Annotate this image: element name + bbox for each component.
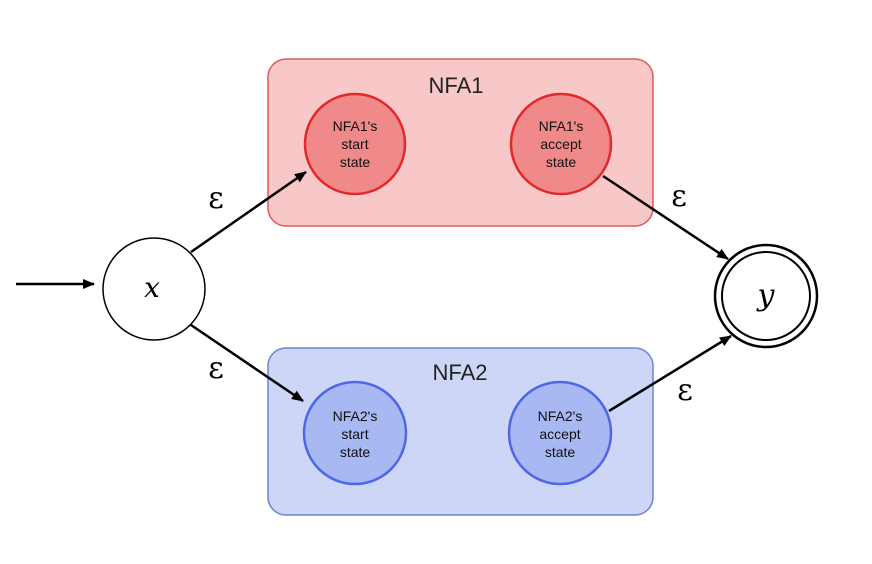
nfa1-start-line2: start [341, 136, 368, 152]
final-node: y [713, 243, 819, 349]
nfa1-accept-line1: NFA1's [539, 118, 584, 134]
start-node: x [102, 237, 206, 341]
edge-x-to-nfa1-start [190, 170, 307, 254]
nfa2-start-state: NFA2's start state [302, 380, 408, 486]
nfa2-accept-state: NFA2's accept state [507, 380, 613, 486]
edge-x-to-nfa2-start [190, 323, 304, 403]
epsilon-label-bottom-left: ε [208, 351, 224, 386]
epsilon-label-top-right: ε [671, 179, 687, 214]
nfa2-accept-line1: NFA2's [538, 408, 583, 424]
start-node-label: x [144, 271, 160, 304]
nfa1-label: NFA1 [428, 73, 483, 98]
nfa1-accept-state: NFA1's accept state [509, 92, 613, 196]
nfa2-accept-line3: state [545, 444, 576, 460]
nfa2-start-line3: state [340, 444, 371, 460]
nfa2-start-line1: NFA2's [333, 408, 378, 424]
final-node-label: y [756, 278, 776, 313]
epsilon-label-top-left: ε [208, 181, 224, 216]
nfa2-start-line2: start [341, 426, 368, 442]
nfa1-accept-line2: accept [540, 136, 581, 152]
nfa2-label: NFA2 [432, 360, 487, 385]
edge-nfa2-accept-to-y [608, 334, 732, 413]
nfa1-accept-line3: state [546, 154, 577, 170]
edge-nfa1-accept-to-y [602, 174, 729, 261]
epsilon-label-bottom-right: ε [677, 373, 693, 408]
nfa1-start-line1: NFA1's [333, 118, 378, 134]
nfa1-start-line3: state [340, 154, 371, 170]
nfa1-start-state: NFA1's start state [303, 92, 407, 196]
nfa2-accept-line2: accept [539, 426, 580, 442]
